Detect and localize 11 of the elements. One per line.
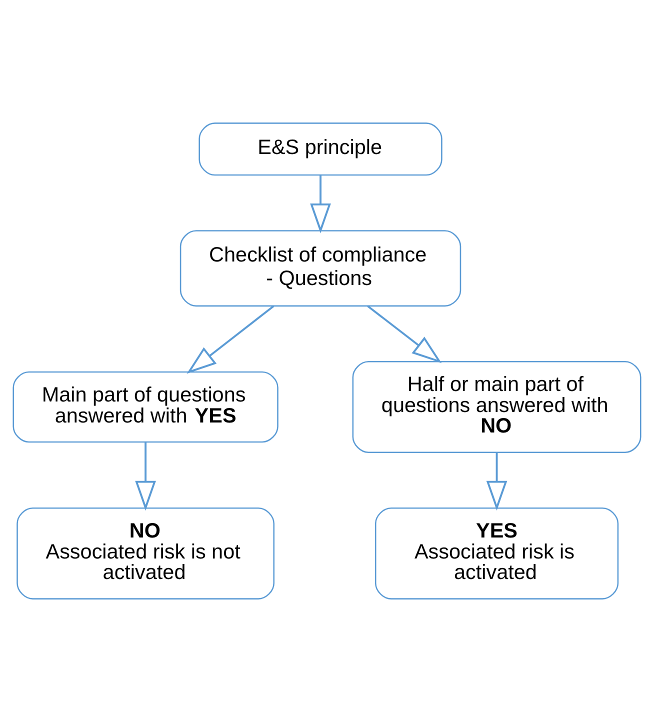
- node-box: Main part of questions answered with YES: [12, 371, 278, 443]
- node-box: YES Associated risk is activated: [374, 507, 619, 600]
- node-box: NO Associated risk is not activated: [16, 507, 275, 600]
- arrow: [135, 442, 156, 511]
- arrow: [310, 175, 331, 234]
- arrow: [486, 452, 508, 511]
- arrow: [367, 305, 442, 364]
- node-box: Checklist of compliance - Questions: [180, 230, 462, 307]
- arrow: [186, 305, 274, 374]
- node-box: Half or main part of questions answered with NO: [352, 361, 642, 454]
- node-box: E&S principle: [198, 122, 442, 176]
